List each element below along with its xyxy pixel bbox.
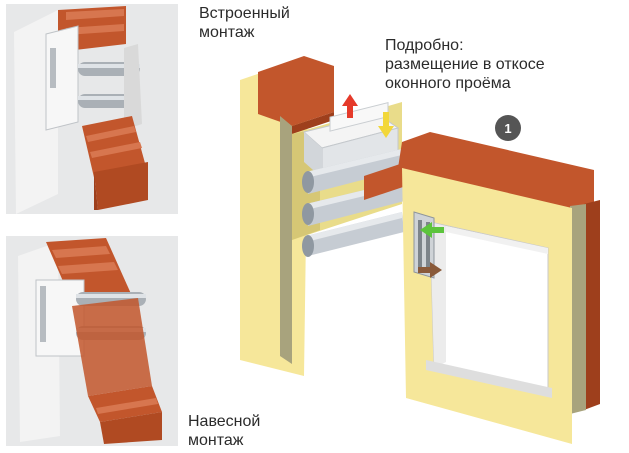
insulation-layer xyxy=(280,116,292,364)
arrow-green-left xyxy=(420,222,444,238)
built-in-mounting-caption: Встроенный монтаж xyxy=(199,5,290,41)
brick-side-right xyxy=(584,200,600,410)
built-in-mounting-illustration xyxy=(14,6,148,214)
arrow-yellow-down xyxy=(378,112,394,138)
surface-mounting-illustration xyxy=(18,238,162,444)
detail-badge-number: 1 xyxy=(504,121,511,136)
arrow-brown-right xyxy=(418,262,442,278)
window-sill xyxy=(426,360,552,398)
built-in-mounting-image xyxy=(6,4,178,214)
brick-top-left xyxy=(258,56,334,126)
window-reveal-diagram: 1 xyxy=(240,56,600,444)
air-ducts xyxy=(302,146,416,257)
surface-mounting-caption: Навесной монтаж xyxy=(188,413,261,449)
detail-badge xyxy=(495,115,521,141)
detail-caption: Подробно: размещение в откосе оконного п… xyxy=(385,37,545,92)
surface-mounting-image xyxy=(6,236,178,446)
arrow-red-up xyxy=(342,94,358,118)
brick-top-right xyxy=(398,132,594,214)
